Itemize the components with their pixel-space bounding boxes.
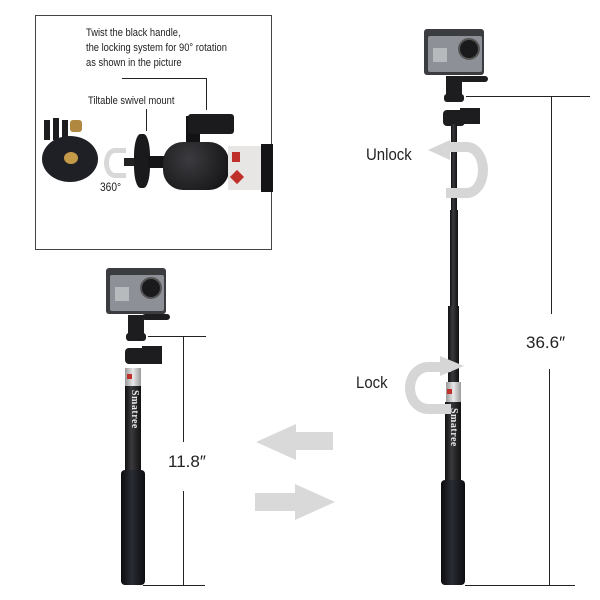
dim-top-line [148,336,206,337]
caption-leader-v [206,78,207,110]
lock-band [125,368,141,386]
swivel-disc [134,134,150,188]
ball-head [125,348,147,364]
dim-top-line [466,96,590,97]
lock-band-mark [127,374,132,379]
lock-handle [188,114,234,134]
unlock-label: Unlock [366,145,412,164]
rotate-arrow-icon [104,148,126,178]
ball-head [443,110,465,126]
pole-main [125,386,141,472]
inset-caption-line3: as shown in the picture [86,57,182,69]
unlock-arrow-icon [446,142,488,198]
adapter-prong [53,118,59,140]
inset-mount-label: Tiltable swivel mount [88,95,175,107]
handle-grip [441,480,465,585]
caption-leader-h [122,78,206,79]
dim-bottom-line [143,585,205,586]
mount-thumbscrew [142,314,170,320]
length-label-extended: 36.6″ [526,333,566,352]
adapter-prong [62,120,68,140]
pole-section-3 [448,306,459,382]
unlock-arrow-head [428,140,450,160]
dim-bottom-line [465,585,575,586]
lock-handle [460,108,480,124]
camera-mount [128,315,144,335]
lock-arrow-icon [405,362,451,414]
lock-handle [142,346,162,364]
detail-inset: Twist the black handle, the locking syst… [35,15,273,250]
swivel-disc [126,333,146,341]
rotation-label: 360° [100,180,122,194]
brand-logo: Smatree [129,390,140,429]
pole-end [261,144,273,192]
dim-vertical-lower [549,369,550,585]
mount-screw [124,158,138,166]
label-red-mark [232,152,240,162]
lock-label: Lock [356,373,388,392]
dim-vertical-upper [551,96,552,314]
dim-vertical-lower [183,491,184,585]
inset-caption-line2: the locking system for 90° rotation [86,42,227,54]
lock-arrow-head [440,356,464,376]
inset-caption-line1: Twist the black handle, [86,27,181,39]
mount-leader [146,109,147,131]
adapter-thumbscrew [70,120,82,132]
camera-lens [140,277,162,299]
dim-vertical-upper [183,336,184,442]
ball-head [163,142,229,190]
pole-main [445,402,461,482]
length-label-collapsed: 11.8″ [168,452,206,471]
camera-screen [433,48,447,62]
mount-thumbscrew [460,76,488,82]
adapter-brass-insert [64,152,78,164]
camera-mount [446,76,462,96]
pole-section-2 [450,210,458,310]
handle-grip [121,470,145,585]
swivel-disc [444,94,464,102]
camera-lens [458,38,480,60]
adapter-prong [44,120,50,140]
camera-screen [115,287,129,301]
